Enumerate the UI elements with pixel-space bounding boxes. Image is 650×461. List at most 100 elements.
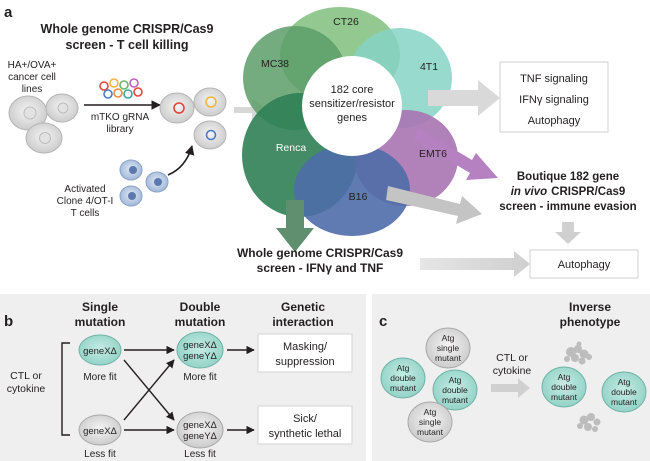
library-text-1: mTKO gRNA bbox=[91, 112, 150, 123]
dead-cell-debris bbox=[577, 413, 601, 432]
double-mutant-fit bbox=[176, 331, 224, 369]
nucleus bbox=[57, 102, 69, 114]
screen-title-line2: screen - T cell killing bbox=[66, 38, 189, 52]
panel-c-label: c bbox=[379, 313, 387, 330]
double-mutant-unfit bbox=[176, 411, 224, 449]
atg-double-2b: double bbox=[442, 385, 468, 395]
single-mutant-fit bbox=[78, 334, 122, 366]
inverse-title-2: phenotype bbox=[560, 315, 621, 329]
atg-double-2c: mutant bbox=[442, 395, 469, 405]
cancer-lines-text-3: lines bbox=[22, 84, 43, 95]
masking-text-2: suppression bbox=[275, 356, 334, 368]
condition-c-2: cytokine bbox=[493, 365, 532, 377]
flower-output-arrows bbox=[276, 80, 500, 252]
atg-single-1a: Atg bbox=[442, 333, 455, 343]
core-text-1: 182 core bbox=[331, 84, 374, 96]
atg-single-2c: mutant bbox=[417, 427, 444, 437]
boutique-text-1: Boutique 182 gene bbox=[517, 171, 619, 183]
to-boutique-arrow bbox=[414, 128, 498, 180]
sick-text-2: synthetic lethal bbox=[269, 428, 342, 440]
grna-marker bbox=[205, 129, 217, 141]
ifn-to-autophagy-arrow bbox=[420, 251, 530, 277]
label-emt6: EMT6 bbox=[419, 148, 447, 160]
atg-single-1b: single bbox=[437, 343, 459, 353]
cancer-lines-text-1: HA+/OVA+ bbox=[8, 60, 57, 71]
single-less-fit: Less fit bbox=[84, 449, 116, 460]
transduced-cells bbox=[159, 87, 227, 150]
condition-b-1: CTL or bbox=[10, 370, 42, 382]
double-unfit-text-1: geneXΔ bbox=[183, 420, 217, 431]
atg-double-3b: double bbox=[551, 382, 577, 392]
double-fit-text-2: geneYΔ bbox=[183, 351, 217, 362]
cancer-lines-label: HA+/OVA+ cancer cell lines bbox=[8, 60, 57, 95]
atg-single-2b: single bbox=[419, 417, 441, 427]
grna-marker bbox=[205, 96, 217, 108]
grna-library-icon bbox=[99, 78, 143, 99]
cancer-cells bbox=[8, 93, 79, 154]
masking-text-1: Masking/ bbox=[283, 341, 328, 353]
atg-double-4b: double bbox=[611, 387, 637, 397]
core-genes-circle bbox=[302, 56, 402, 156]
atg-single-1c: mutant bbox=[435, 353, 462, 363]
ifn-screen-text-1: Whole genome CRISPR/Cas9 bbox=[237, 246, 403, 260]
tcells-text-1: Activated bbox=[64, 184, 105, 195]
cell-line-flower bbox=[242, 7, 458, 236]
nucleus bbox=[128, 192, 136, 200]
condition-b-2: cytokine bbox=[7, 383, 46, 395]
label-b16: B16 bbox=[349, 191, 368, 203]
double-more-fit: More fit bbox=[183, 372, 217, 383]
label-4t1: 4T1 bbox=[420, 61, 438, 73]
atg-single-2a: Atg bbox=[424, 407, 437, 417]
atg-double-survivor bbox=[601, 371, 647, 413]
tcells-text-2: Clone 4/OT-I bbox=[57, 196, 114, 207]
panel-b-label: b bbox=[4, 313, 13, 330]
double-unfit-text-2: geneYΔ bbox=[183, 431, 217, 442]
library-text-2: library bbox=[106, 124, 133, 135]
transduced-cell bbox=[159, 92, 195, 124]
core-text-3: genes bbox=[337, 112, 367, 124]
masking-box bbox=[257, 333, 353, 373]
col-single-2: mutation bbox=[75, 315, 126, 329]
single-unfit-text: geneXΔ bbox=[83, 426, 117, 437]
sick-box bbox=[257, 405, 353, 445]
panel-b: b Single mutation Double mutation Geneti… bbox=[0, 294, 366, 461]
core-text-2: sensitizer/resistor bbox=[309, 98, 395, 110]
screen-title-line1: Whole genome CRISPR/Cas9 bbox=[41, 22, 214, 36]
double-fit-text-1: geneXΔ bbox=[183, 340, 217, 351]
to-boutique-grey-arrow bbox=[386, 186, 482, 224]
boutique-crispr: CRISPR/Cas9 bbox=[551, 186, 625, 198]
pathways-box bbox=[499, 61, 609, 133]
boutique-text-3: screen - immune evasion bbox=[499, 201, 636, 213]
arrow-unfit-fit bbox=[123, 359, 175, 421]
atg-double-mutant bbox=[380, 357, 426, 399]
boutique-in-vivo: in vivo bbox=[511, 186, 547, 198]
transduced-cell bbox=[193, 120, 227, 150]
grna-marker bbox=[173, 102, 185, 114]
boutique-text-2: in vivo CRISPR/Cas9 bbox=[511, 186, 626, 198]
atg-double-3c: mutant bbox=[551, 392, 578, 402]
atg-double-1a: Atg bbox=[397, 363, 410, 373]
autophagy-text: Autophagy bbox=[558, 259, 611, 271]
label-mc38: MC38 bbox=[261, 58, 289, 70]
nucleus bbox=[154, 178, 162, 186]
dead-cell-debris bbox=[564, 341, 592, 365]
nucleus bbox=[39, 132, 51, 144]
t-cells bbox=[119, 159, 169, 207]
label-renca: Renca bbox=[276, 142, 307, 154]
single-mutant-unfit bbox=[78, 414, 122, 446]
atg-double-4c: mutant bbox=[611, 397, 638, 407]
col-interaction-1: Genetic bbox=[281, 300, 325, 314]
transduced-cell bbox=[193, 87, 227, 117]
col-double-1: Double bbox=[180, 300, 221, 314]
panel-a-label: a bbox=[4, 4, 13, 21]
atg-double-4a: Atg bbox=[618, 377, 631, 387]
atg-double-1c: mutant bbox=[390, 383, 417, 393]
atg-single-mutant bbox=[425, 327, 471, 369]
panel-a: a Whole genome CRISPR/Cas9 screen - T ce… bbox=[4, 4, 639, 279]
condition-c-1: CTL or bbox=[496, 352, 528, 364]
double-less-fit: Less fit bbox=[184, 449, 216, 460]
cancer-lines-text-2: cancer cell bbox=[8, 72, 56, 83]
atg-double-1b: double bbox=[390, 373, 416, 383]
t-cell-arrow bbox=[167, 145, 195, 176]
